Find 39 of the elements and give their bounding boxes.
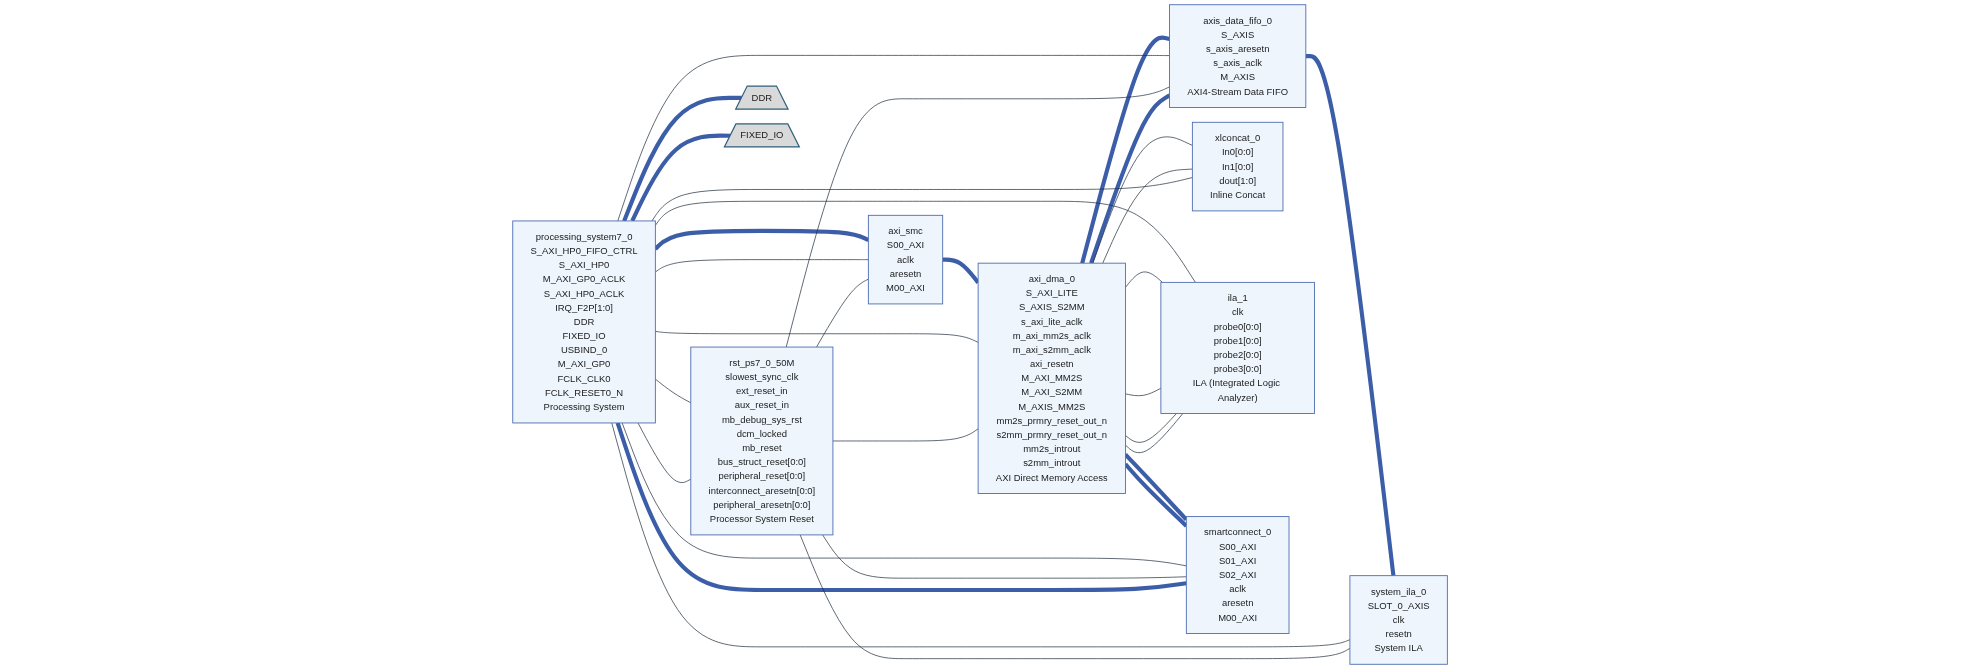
ip-block: rst_ps7_0_50M slowest_sync_clk ext_reset_in aux_reset_in mb_debug_sys_rst dcm_locked mb_reset bus_struct_reset[0:0] peripheral_reset[0:0] interconnect_aresetn[0:0] peripheral_aresetn[0:0] Processor System Reset bbox=[690, 346, 834, 536]
wire bbox=[638, 422, 692, 483]
wire bbox=[786, 86, 1171, 348]
wire bbox=[822, 534, 1188, 579]
ip-block: xlconcat_0 In0[0:0] In1[0:0] dout[1:0] Inline Concat bbox=[1192, 121, 1284, 212]
wire bbox=[1080, 35, 1171, 264]
wire bbox=[1093, 136, 1194, 264]
wire bbox=[630, 133, 731, 222]
ip-block: smartconnect_0 S00_AXI S01_AXI S02_AXI aclk aresetn M00_AXI bbox=[1186, 516, 1290, 634]
port-symbol: DDR bbox=[735, 85, 790, 110]
wire bbox=[800, 534, 1351, 659]
ip-block: axis_data_fifo_0 S_AXIS s_axis_aresetn s_axis_aclk M_AXIS AXI4-Stream Data FIFO bbox=[1169, 4, 1307, 108]
wire bbox=[833, 428, 979, 442]
wire bbox=[1306, 54, 1396, 576]
port-symbol: FIXED_IO bbox=[723, 123, 801, 148]
wire bbox=[1089, 93, 1171, 264]
wire bbox=[617, 55, 1171, 222]
wire bbox=[655, 378, 692, 404]
wire bbox=[654, 228, 870, 251]
wire bbox=[1125, 387, 1162, 397]
wire bbox=[655, 331, 979, 343]
ip-block: processing_system7_0 S_AXI_HP0_FIFO_CTRL S_AXI_HP0 M_AXI_GP0_ACLK S_AXI_HP0_ACLK IRQ_F2P[1:0] DDR FIXED_IO USBIND_0 M_AXI_GP0 FCLK_CLK0 FCLK_RESET0_N Processing System bbox=[512, 220, 657, 424]
ip-block: axi_dma_0 S_AXI_LITE S_AXIS_S2MM s_axi_lite_aclk m_axi_mm2s_aclk m_axi_s2mm_aclk axi_resetn M_AXI_MM2S M_AXI_S2MM M_AXIS_MM2S mm2s_prmry_reset_out_n s2mm_prmry_reset_out_n mm2s_introut s2mm_introut AXI Direct Memory Access bbox=[978, 262, 1127, 494]
wire bbox=[1125, 271, 1164, 288]
ip-block: axi_smc S00_AXI aclk aresetn M00_AXI bbox=[868, 214, 944, 305]
wire bbox=[655, 259, 870, 273]
wire bbox=[655, 200, 1197, 283]
wire bbox=[611, 422, 1351, 648]
wire bbox=[622, 422, 1188, 567]
wire bbox=[622, 95, 743, 222]
wire bbox=[1125, 413, 1184, 454]
wire bbox=[1102, 168, 1194, 264]
wire bbox=[1124, 453, 1189, 521]
ip-block: ila_1 clk probe0[0:0] probe1[0:0] probe2[0:0] probe3[0:0] ILA (Integrated Logic Analyzer) bbox=[1160, 281, 1316, 414]
wire bbox=[652, 177, 1194, 222]
wire bbox=[1125, 413, 1178, 443]
wire bbox=[816, 278, 870, 348]
wire bbox=[616, 422, 1188, 593]
ip-block: system_ila_0 SLOT_0_AXIS clk resetn System ILA bbox=[1349, 575, 1449, 665]
